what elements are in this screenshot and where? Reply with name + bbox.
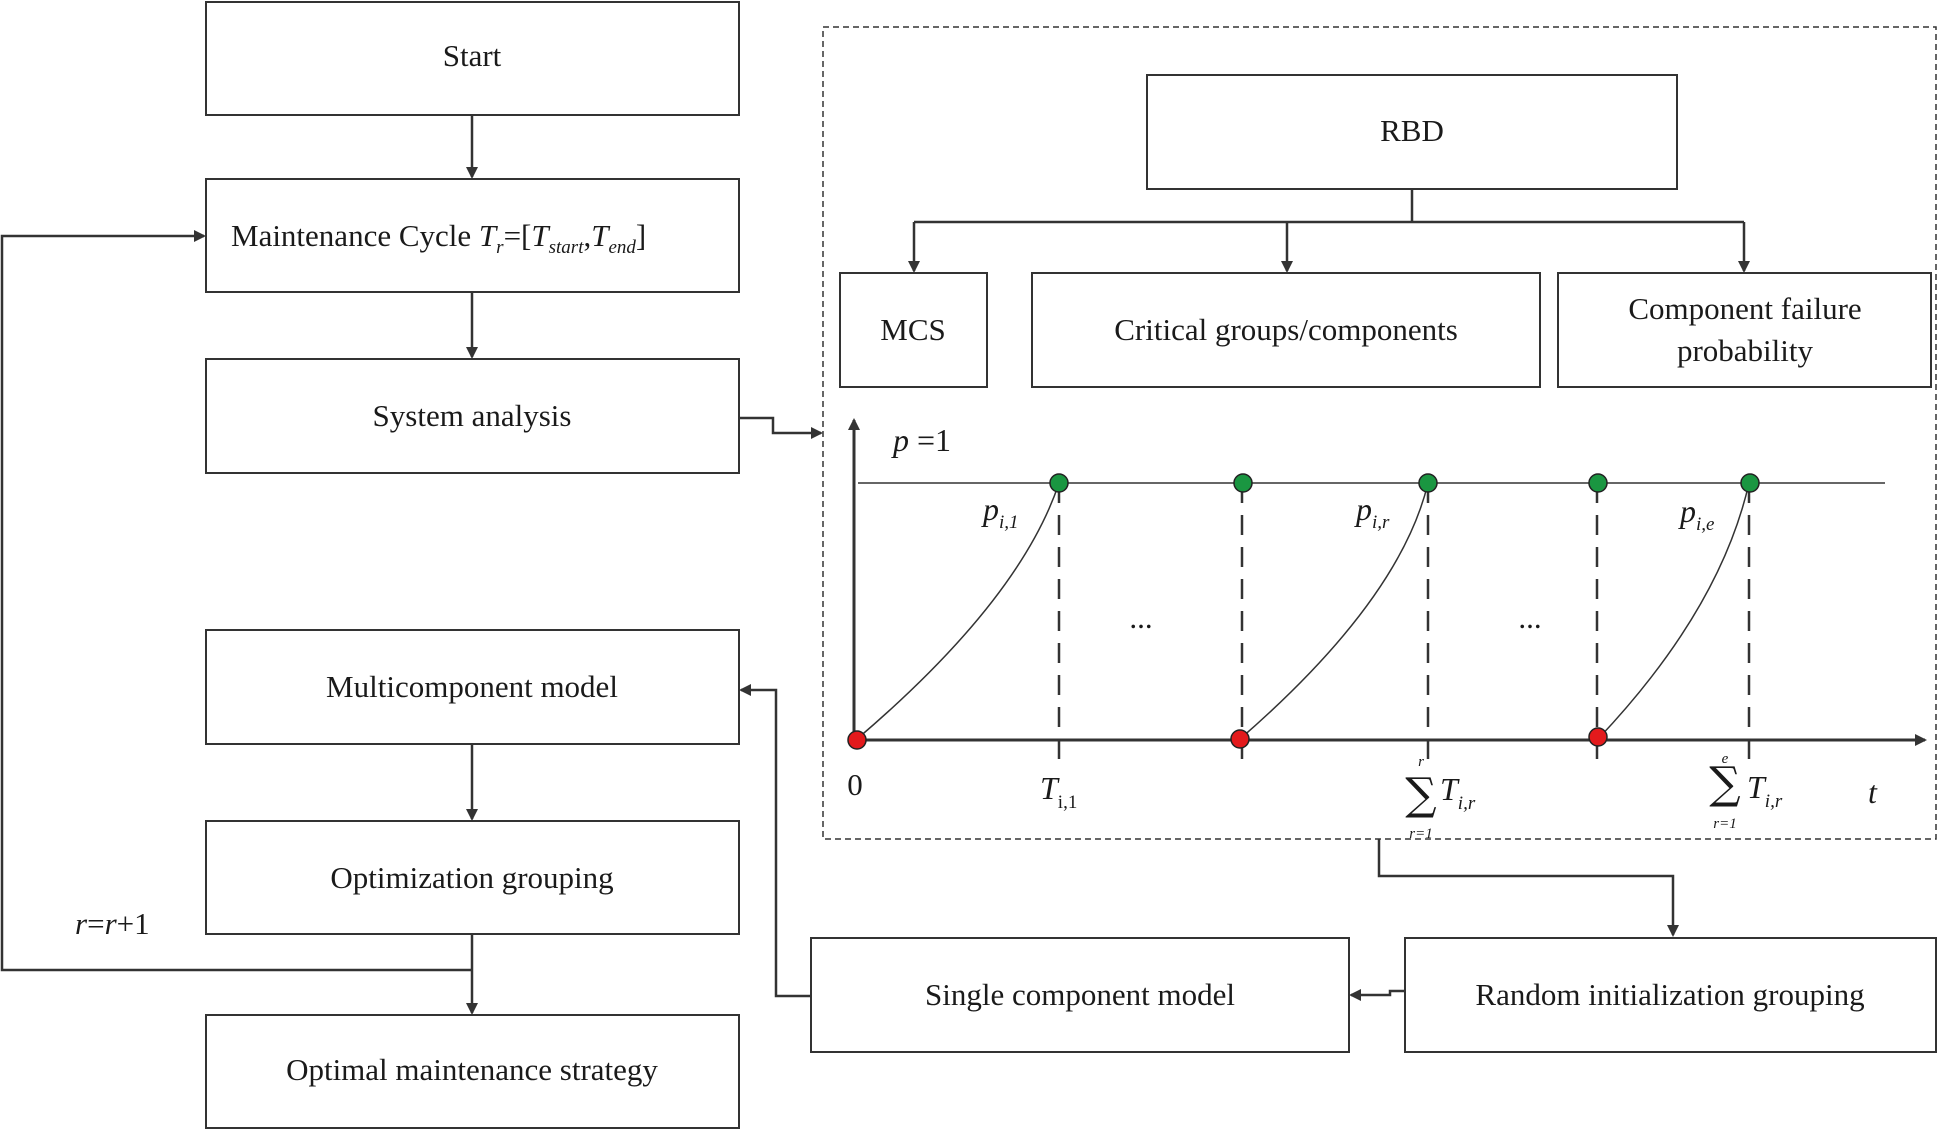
mcs-label: MCS <box>880 312 945 347</box>
loop-counter-label: r=r+1 <box>75 906 150 941</box>
system-analysis-box: System analysis <box>205 358 740 474</box>
svg-text:∑: ∑ <box>1709 758 1740 809</box>
optimization-grouping-label: Optimization grouping <box>330 860 613 895</box>
arrow-random-to-single <box>1349 989 1405 1001</box>
rbd-box: RBD <box>1146 74 1678 190</box>
optimization-grouping-box: Optimization grouping <box>205 820 740 935</box>
curve-r-cycle <box>1239 482 1429 740</box>
svg-text:Ti,r: Ti,r <box>1440 771 1476 814</box>
mcs-box: MCS <box>839 272 988 388</box>
green-dot-1 <box>1049 473 1069 493</box>
curve-label-p-i-e: pi,e <box>1678 493 1714 535</box>
red-dot-1 <box>847 730 867 750</box>
red-dot-3 <box>1588 727 1608 747</box>
optimal-strategy-label: Optimal maintenance strategy <box>286 1052 658 1087</box>
start-label: Start <box>443 38 502 73</box>
failure-probability-line1: Component failure <box>1628 291 1861 326</box>
single-component-box: Single component model <box>810 937 1350 1053</box>
tick-label-T-i-1: Ti,1 <box>1040 770 1077 813</box>
p-axis-label: p =1 <box>891 422 951 458</box>
failure-probability-box: Component failure probability <box>1557 272 1932 388</box>
green-dot-5 <box>1740 473 1760 493</box>
random-init-label: Random initialization grouping <box>1475 977 1864 1012</box>
svg-text:∑: ∑ <box>1405 769 1436 820</box>
multicomponent-model-box: Multicomponent model <box>205 629 740 745</box>
optimal-strategy-box: Optimal maintenance strategy <box>205 1014 740 1129</box>
ellipsis-2: ... <box>1518 600 1541 635</box>
tick-label-sum-e: e ∑ r=1 Ti,r <box>1709 751 1783 832</box>
green-dot-2 <box>1233 473 1253 493</box>
green-dot-3 <box>1418 473 1438 493</box>
arrow-single-to-multicomponent <box>739 684 811 998</box>
maintenance-cycle-label: Maintenance Cycle Tr=[Tstart,Tend] <box>231 218 646 258</box>
probability-plot: p =1 pi,1 pi,r pi,e ... ... 0 Ti,1 r ∑ <box>847 418 1927 842</box>
critical-groups-label: Critical groups/components <box>1114 312 1458 347</box>
curve-e-cycle <box>1597 482 1750 740</box>
tick-label-sum-r: r ∑ r=1 Ti,r <box>1405 754 1476 842</box>
red-dot-2 <box>1230 729 1250 749</box>
origin-label: 0 <box>847 767 863 802</box>
curve-label-p-i-1: pi,1 <box>981 491 1019 533</box>
arrow-panel-to-random-init <box>1377 839 1679 937</box>
svg-text:r=1: r=1 <box>1713 816 1736 832</box>
svg-text:Ti,r: Ti,r <box>1747 769 1783 812</box>
svg-text:r=1: r=1 <box>1409 826 1432 842</box>
svg-text:e: e <box>1722 751 1729 767</box>
start-box: Start <box>205 1 740 116</box>
arrow-analysis-to-panel <box>739 416 823 439</box>
rbd-label: RBD <box>1380 113 1444 148</box>
random-init-box: Random initialization grouping <box>1404 937 1937 1053</box>
feedback-loop-arrow <box>0 230 472 972</box>
failure-probability-line2: probability <box>1677 333 1814 368</box>
single-component-label: Single component model <box>925 977 1235 1012</box>
green-dot-4 <box>1588 473 1608 493</box>
curve-first-cycle <box>856 482 1060 740</box>
t-axis-label: t <box>1868 774 1878 810</box>
critical-groups-box: Critical groups/components <box>1031 272 1541 388</box>
svg-text:r: r <box>1418 754 1424 770</box>
system-analysis-label: System analysis <box>373 398 572 433</box>
curve-label-p-i-r: pi,r <box>1354 491 1390 533</box>
multicomponent-model-label: Multicomponent model <box>326 669 618 704</box>
ellipsis-1: ... <box>1129 600 1152 635</box>
maintenance-cycle-box: Maintenance Cycle Tr=[Tstart,Tend] <box>205 178 740 293</box>
